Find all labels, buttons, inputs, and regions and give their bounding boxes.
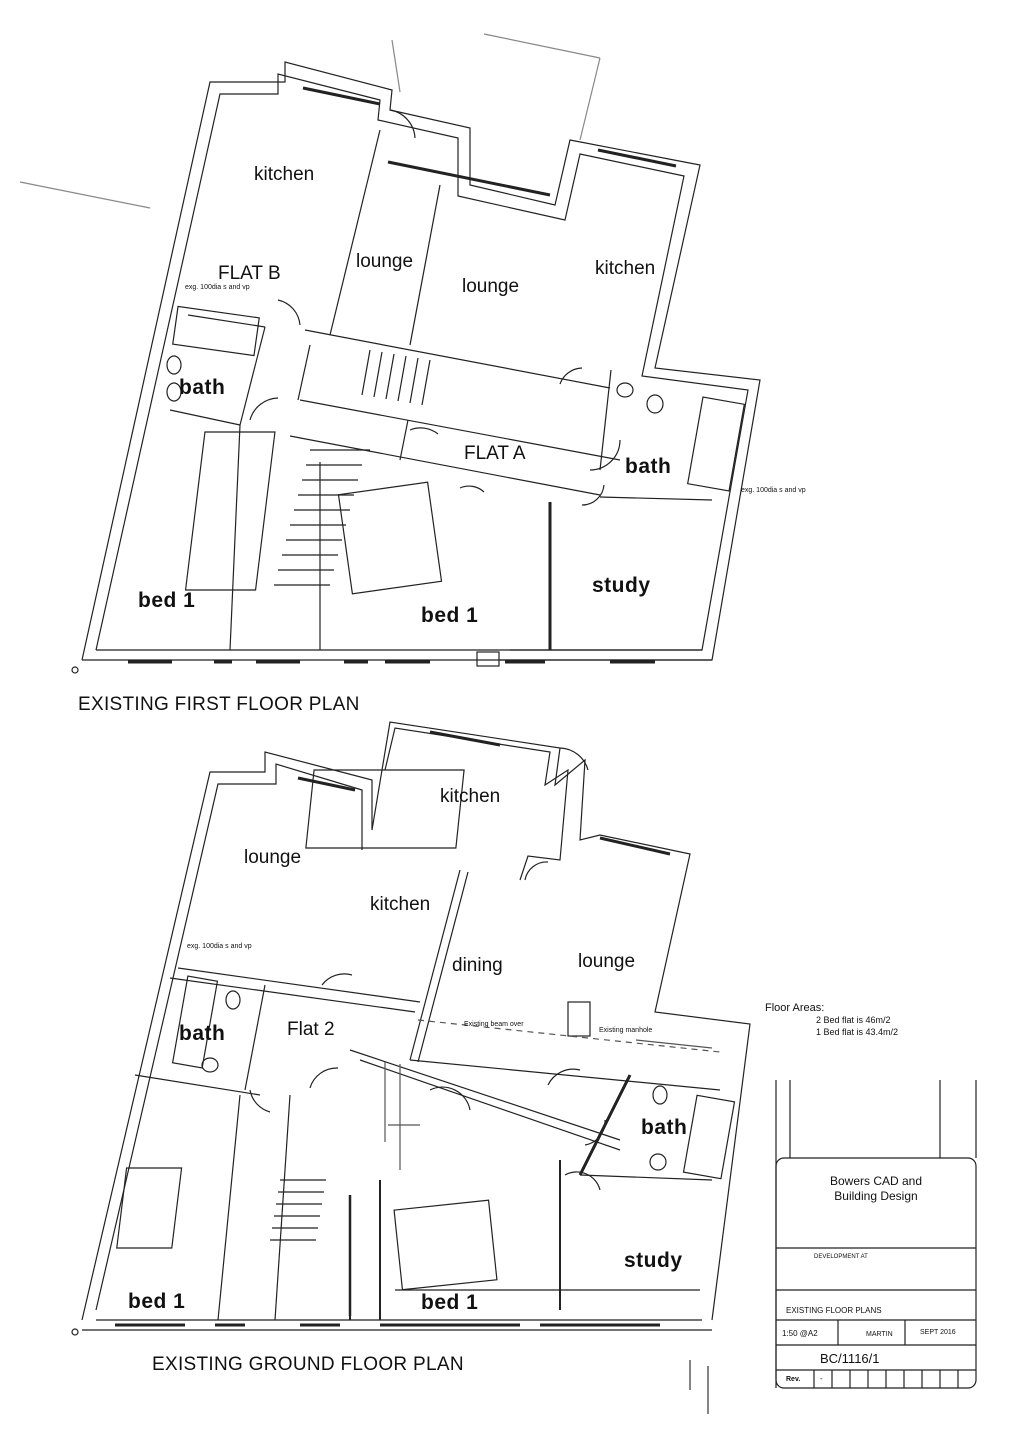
gf-outer-wall <box>81 721 751 1321</box>
gf-lounge-right-label: lounge <box>578 951 636 972</box>
gf-bed1-left-label: bed 1 <box>128 1290 186 1313</box>
gf-study-label: study <box>624 1249 683 1272</box>
gf-inner-wall <box>95 763 363 1311</box>
ff-kitchen-b-label: kitchen <box>254 164 315 185</box>
gf-beam-note: Existing beam over <box>464 1021 524 1028</box>
drawing-title: EXISTING FLOOR PLANS <box>786 1306 882 1315</box>
gf-kitchen-top-label: kitchen <box>440 786 501 807</box>
gf-bed1-mid-label: bed 1 <box>421 1291 479 1314</box>
ff-outer-wall <box>81 61 761 661</box>
company-name-line2: Building Design <box>834 1189 918 1203</box>
first-floor-plan <box>19 33 761 667</box>
drawing-number: BC/1116/1 <box>820 1351 880 1366</box>
project-name: DEVELOPMENT AT <box>814 1254 868 1260</box>
gf-plan-title: EXISTING GROUND FLOOR PLAN <box>152 1354 464 1375</box>
gf-stairs <box>116 1167 326 1249</box>
gf-svp-note: exg. 100dia s and vp <box>187 943 252 950</box>
ff-stairs <box>184 349 431 591</box>
ff-study-label: study <box>592 574 651 597</box>
ff-svp-note-right: exg. 100dia s and vp <box>741 487 806 494</box>
ff-bath-a-label: bath <box>625 455 672 478</box>
ff-kitchen-a-label: kitchen <box>595 258 656 279</box>
gf-manhole-note: Existing manhole <box>599 1027 653 1034</box>
gf-flat2-label: Flat 2 <box>287 1019 335 1040</box>
rev-label: Rev. <box>786 1376 801 1383</box>
gf-bathtub-right <box>682 1094 736 1180</box>
ff-bed1-mid-label: bed 1 <box>421 604 479 627</box>
ff-flat-b-label: FLAT B <box>218 263 281 284</box>
floor-areas-line1: 2 Bed flat is 46m/2 <box>816 1015 891 1025</box>
ff-lounge-a-label: lounge <box>462 276 520 297</box>
ff-svp-note-left: exg. 100dia s and vp <box>185 284 250 291</box>
company-name-line1: Bowers CAD and <box>829 1174 923 1188</box>
gf-lounge-left-label: lounge <box>244 847 302 868</box>
ff-bed1-left-label: bed 1 <box>138 589 196 612</box>
gf-bed <box>393 1199 498 1291</box>
floor-areas-heading: Floor Areas: <box>765 1002 825 1014</box>
gf-bath-right-label: bath <box>641 1116 688 1139</box>
gf-bathtub-left <box>171 975 219 1069</box>
ff-inner-wall <box>95 73 749 651</box>
ground-floor-plan <box>71 666 751 1414</box>
gf-kitchen-mid-label: kitchen <box>370 894 431 915</box>
rev-value: - <box>820 1374 823 1383</box>
ff-bed <box>337 481 443 595</box>
gf-manhole <box>567 1001 591 1037</box>
gf-bath-left-label: bath <box>179 1022 226 1045</box>
ff-bathtub-left <box>172 305 260 357</box>
ff-bathtub-right <box>686 396 746 492</box>
title-block <box>775 1080 977 1389</box>
ff-bath-b-label: bath <box>179 376 226 399</box>
ff-lounge-b-label: lounge <box>356 251 414 272</box>
drawing-scale: 1:50 @A2 <box>782 1329 818 1338</box>
floor-areas-line2: 1 Bed flat is 43.4m/2 <box>816 1027 899 1037</box>
gf-dining-label: dining <box>452 955 503 976</box>
ff-flat-a-label: FLAT A <box>464 443 526 464</box>
ff-plan-title: EXISTING FIRST FLOOR PLAN <box>78 694 360 715</box>
drawn-by: MARTIN <box>866 1331 893 1338</box>
drawing-date: SEPT 2016 <box>920 1329 956 1336</box>
